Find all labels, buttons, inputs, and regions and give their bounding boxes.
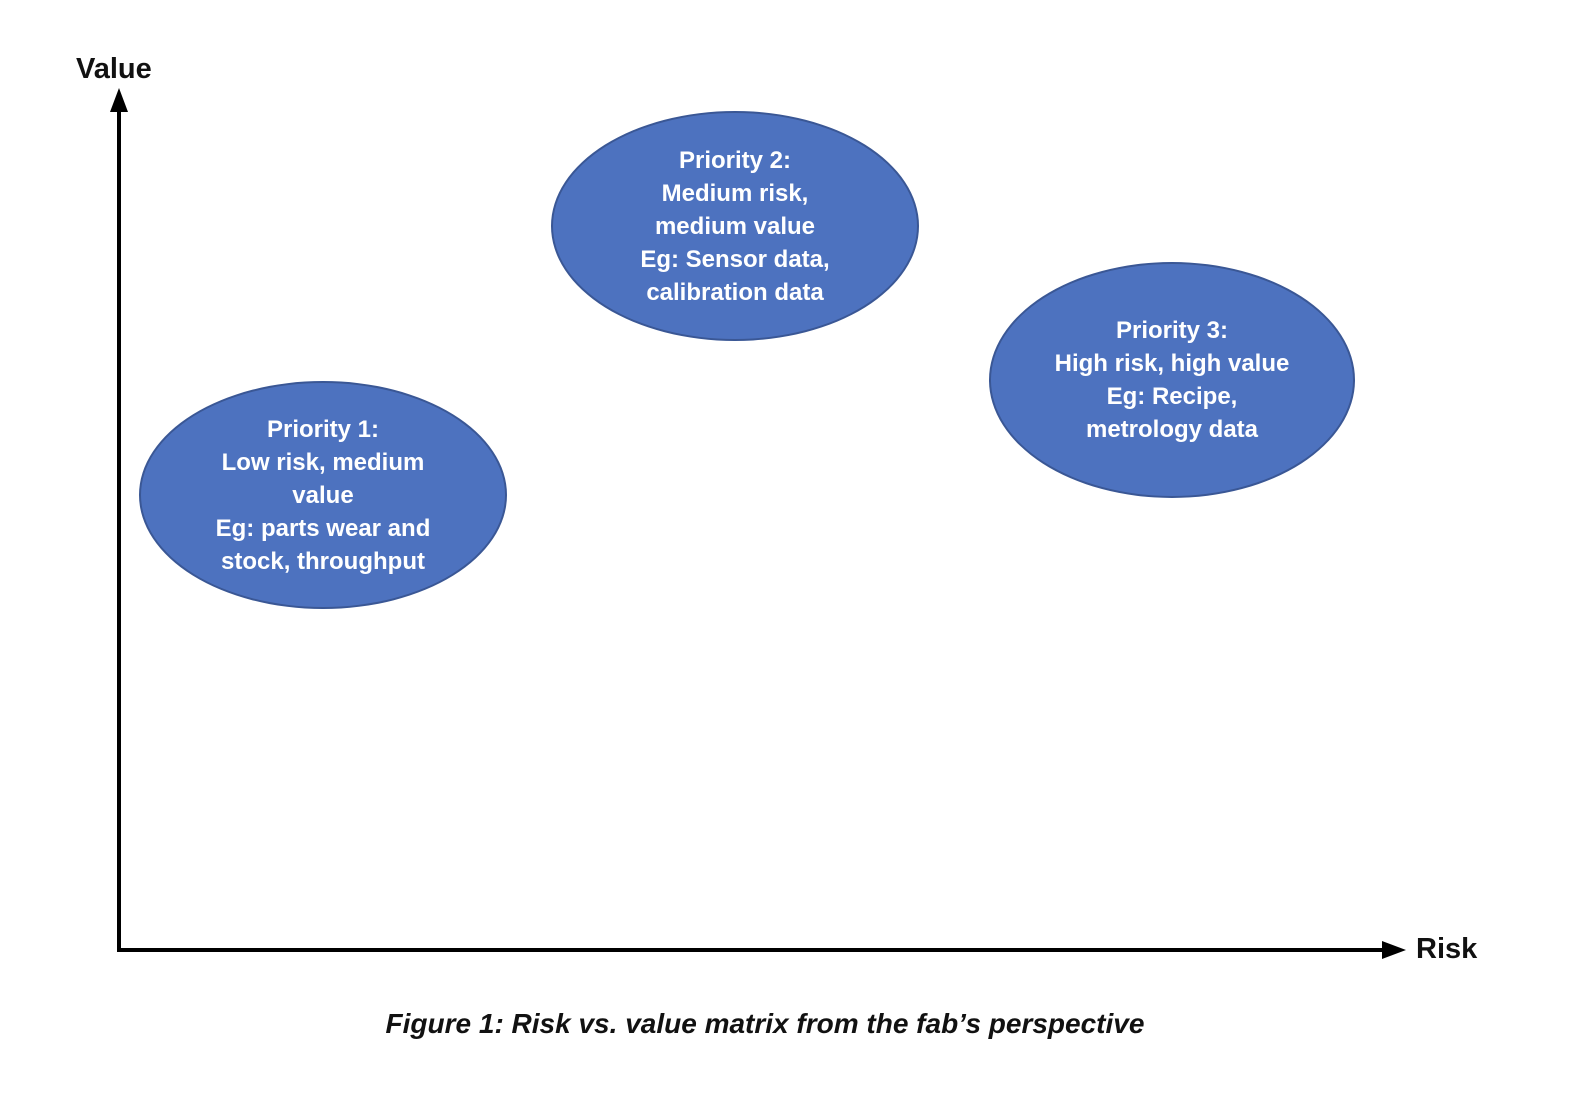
figure-caption: Figure 1: Risk vs. value matrix from the… <box>385 1008 1145 1039</box>
ellipse-priority-1: Priority 1: Low risk, medium value Eg: p… <box>139 381 507 609</box>
x-axis-line <box>117 948 1385 952</box>
ellipse-priority-2-text: Priority 2: Medium risk, medium value Eg… <box>640 146 830 306</box>
ellipse-priority-2: Priority 2: Medium risk, medium value Eg… <box>551 111 919 341</box>
ellipse-priority-1-text: Priority 1: Low risk, medium value Eg: p… <box>215 415 431 575</box>
y-axis-arrowhead-icon <box>110 88 128 112</box>
x-axis-arrowhead-icon <box>1382 941 1406 959</box>
y-axis-line <box>117 108 121 952</box>
ellipse-priority-3-text: Priority 3: High risk, high value Eg: Re… <box>1054 317 1290 443</box>
ellipse-priority-3: Priority 3: High risk, high value Eg: Re… <box>989 262 1355 498</box>
y-axis-label: Value <box>76 53 152 85</box>
x-axis-label: Risk <box>1416 933 1478 965</box>
